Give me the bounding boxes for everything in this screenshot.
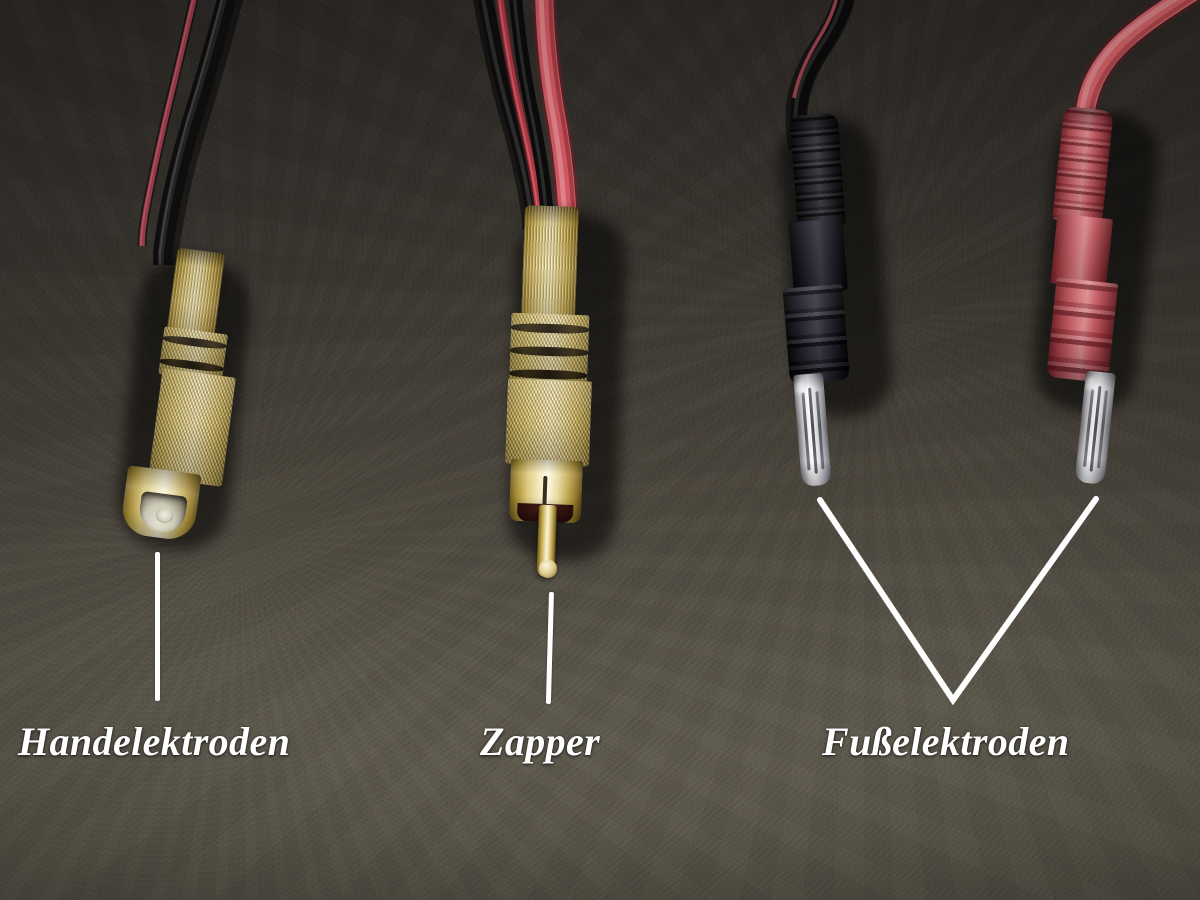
cable-black-left bbox=[153, 0, 244, 265]
label-zapper: Zapper bbox=[480, 719, 601, 764]
cable-red-thin-left bbox=[137, 0, 199, 246]
label-fusselektroden: Fußelektroden bbox=[822, 719, 1070, 764]
label-handelektroden: Handelektroden bbox=[18, 719, 291, 764]
pointer-line-handelektroden bbox=[155, 552, 160, 701]
cable-bundle-middle bbox=[473, 0, 580, 230]
pointer-vee-fusselektroden bbox=[817, 496, 1099, 706]
